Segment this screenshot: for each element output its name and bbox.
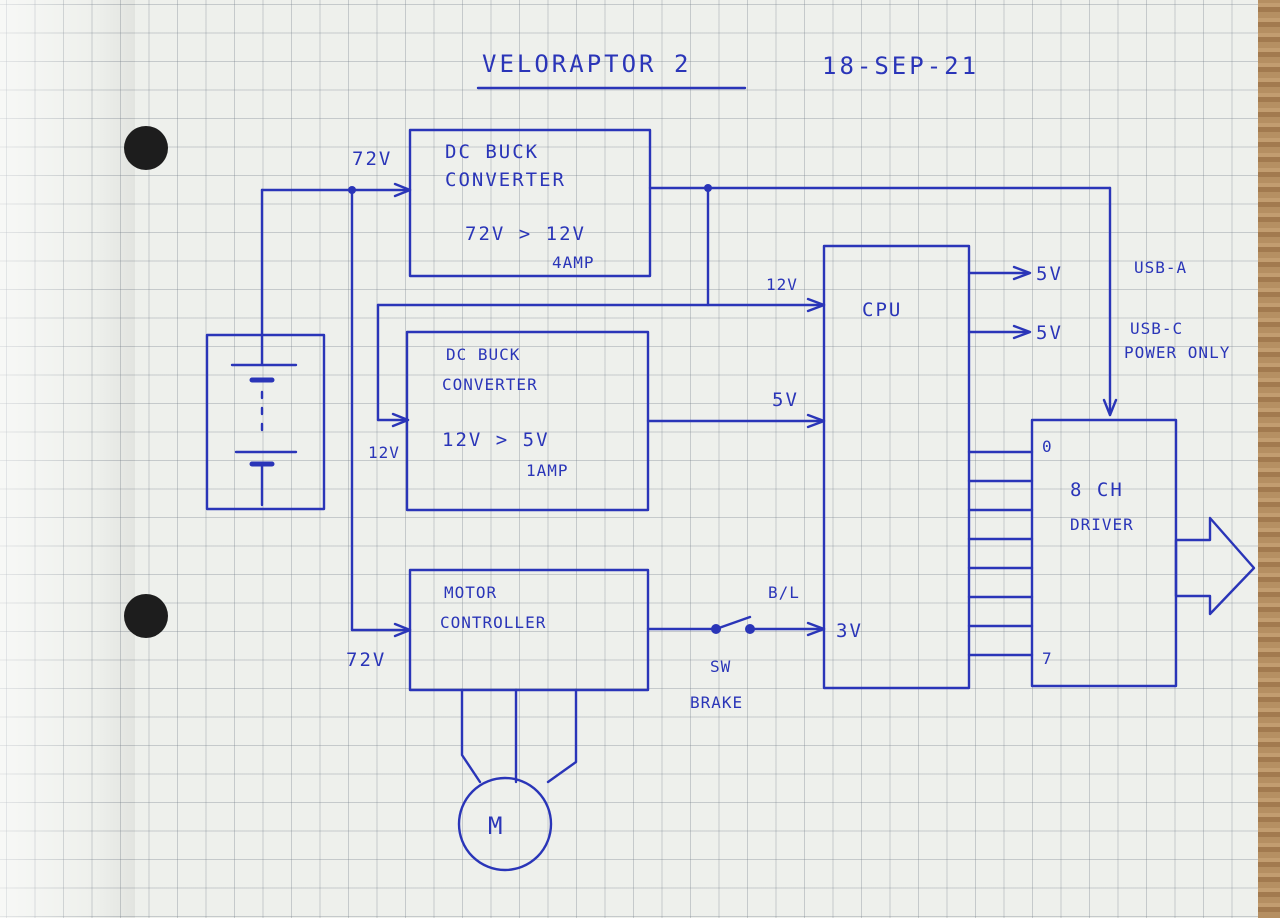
label-72v-bottom: 72V [346,649,386,671]
label-power-only: POWER ONLY [1124,343,1230,362]
diagram-title: VELORAPTOR 2 [482,50,691,78]
buck-converter-5v [407,332,648,510]
driver-line1: 8 CH [1070,479,1124,501]
buck5-line2: CONVERTER [442,375,538,394]
label-usb-c: USB-C [1130,319,1183,338]
buck5-spec2: 1AMP [526,461,569,480]
motor-label: M [488,812,505,840]
diagram-date: 18-SEP-21 [822,52,979,80]
label-usb-a: USB-A [1134,258,1187,277]
switch-label: SW [710,657,731,676]
battery-symbol [207,190,324,509]
data-bus-8ch [969,452,1032,655]
motor-line1: MOTOR [444,583,497,602]
buck12-line2: CONVERTER [445,169,566,191]
buck12-spec2: 4AMP [552,253,595,272]
label-12v-in: 12V [368,443,400,462]
label-5v-usb-a: 5V [1036,263,1063,285]
buck12-line1: DC BUCK [445,141,539,163]
label-5v-cpu: 5V [772,389,799,411]
motor-line2: CONTROLLER [440,613,546,632]
driver-block [1032,420,1176,686]
label-12v-cpu: 12V [766,275,798,294]
label-3v: 3V [836,620,863,642]
driver-pin-0: 0 [1042,437,1053,456]
buck5-spec1: 12V > 5V [442,429,550,451]
buck12-spec1: 72V > 12V [465,223,586,245]
driver-output-arrow [1176,518,1254,614]
driver-line2: DRIVER [1070,515,1134,534]
label-bl: B/L [768,583,800,602]
driver-pin-7: 7 [1042,649,1053,668]
motor-wires [462,690,576,782]
buck5-line1: DC BUCK [446,345,520,364]
label-72v-top: 72V [352,148,392,170]
switch-brake-label: BRAKE [690,693,743,712]
brake-switch [648,617,824,635]
label-5v-usb-c: 5V [1036,322,1063,344]
cpu-label: CPU [862,299,902,321]
bus-72v [262,184,410,636]
